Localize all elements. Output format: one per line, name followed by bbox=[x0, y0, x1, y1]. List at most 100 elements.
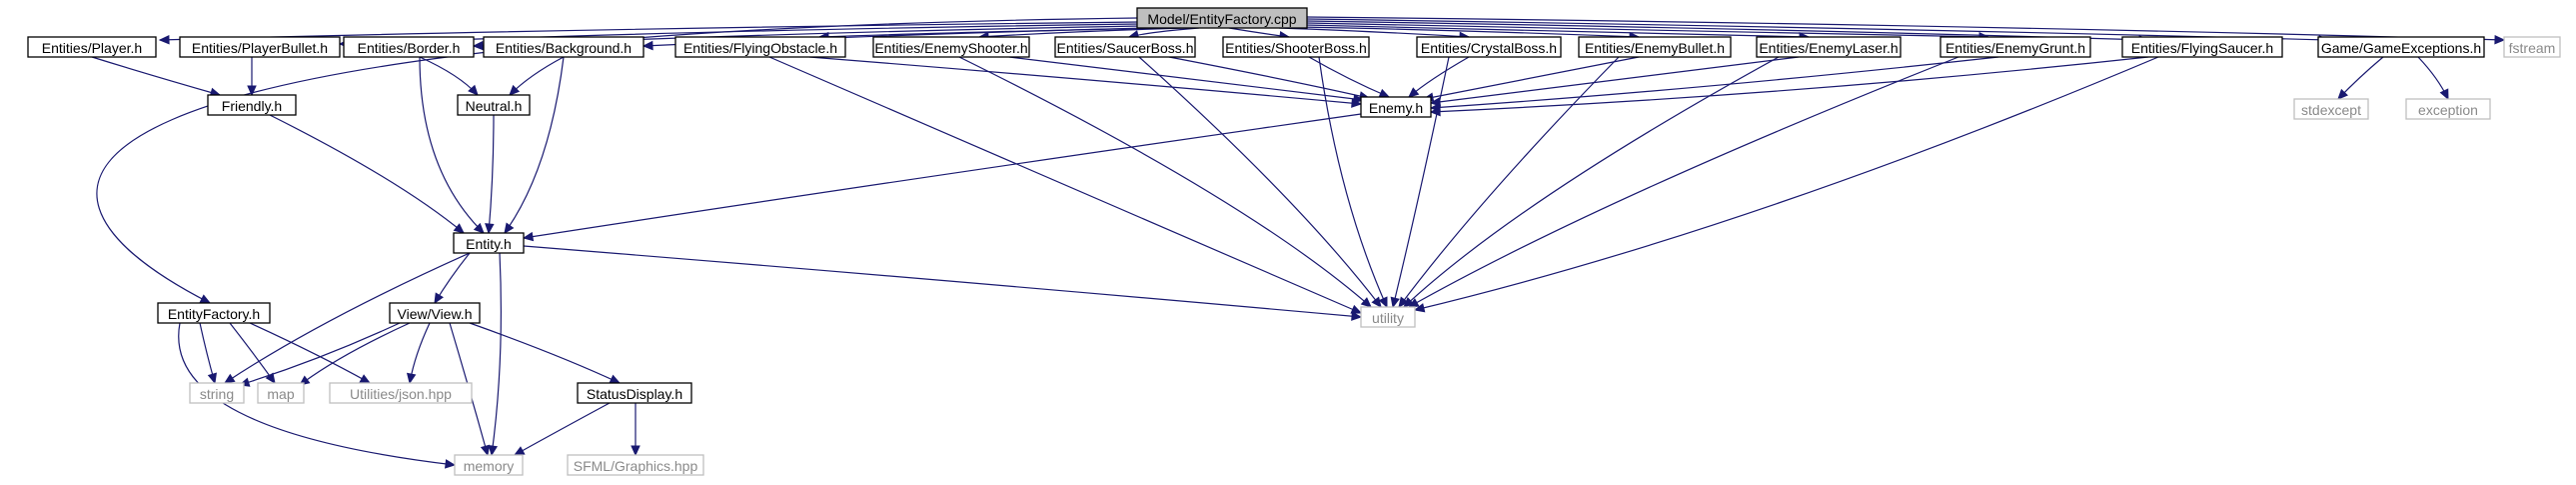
node-enemygrunt[interactable]: Entities/EnemyGrunt.h bbox=[1939, 36, 2091, 58]
node-friendly[interactable]: Friendly.h bbox=[207, 94, 297, 116]
arrowhead-crystalboss-to-utility bbox=[1390, 296, 1400, 309]
edge-root-to-gameexceptions bbox=[1306, 18, 2329, 41]
node-playerbullet-label: Entities/PlayerBullet.h bbox=[192, 40, 328, 56]
node-enemygrunt-label: Entities/EnemyGrunt.h bbox=[1945, 40, 2085, 56]
arrowhead-statusdisplay-to-sfml bbox=[631, 445, 641, 457]
node-string[interactable]: string bbox=[189, 382, 245, 404]
node-flyingobstacle[interactable]: Entities/FlyingObstacle.h bbox=[674, 36, 846, 58]
node-saucerboss[interactable]: Entities/SaucerBoss.h bbox=[1054, 36, 1196, 58]
node-statusdisplay-box bbox=[577, 382, 692, 404]
arrowhead-friendly-to-entity bbox=[453, 223, 465, 234]
edge-view-to-map bbox=[299, 322, 411, 386]
edge-saucerboss-to-utility bbox=[1138, 56, 1382, 308]
arrowhead-flyingobstacle-to-utility bbox=[1350, 304, 1363, 314]
node-background[interactable]: Entities/Background.h bbox=[483, 36, 644, 58]
node-json[interactable]: Utilities/json.hpp bbox=[329, 382, 473, 404]
node-flyingsaucer-box bbox=[2121, 36, 2283, 58]
edge-border-to-neutral bbox=[419, 56, 479, 96]
node-friendly-box bbox=[207, 94, 297, 116]
node-background-label: Entities/Background.h bbox=[496, 40, 632, 56]
node-entityfactory[interactable]: EntityFactory.h bbox=[157, 302, 271, 324]
node-fstream-label: fstream bbox=[2509, 40, 2556, 56]
node-sfml[interactable]: SFML/Graphics.hpp bbox=[567, 454, 704, 476]
node-entity[interactable]: Entity.h bbox=[453, 232, 525, 254]
arrowhead-statusdisplay-to-memory bbox=[513, 446, 526, 456]
arrowhead-border-to-entity bbox=[473, 222, 485, 234]
edge-root-to-crystalboss bbox=[1278, 27, 1470, 38]
node-sfml-label: SFML/Graphics.hpp bbox=[574, 458, 698, 474]
node-neutral-label: Neutral.h bbox=[466, 98, 523, 114]
node-view[interactable]: View/View.h bbox=[389, 302, 481, 324]
edge-flyingobstacle-to-enemy bbox=[808, 56, 1362, 105]
node-stdexcept[interactable]: stdexcept bbox=[2293, 98, 2369, 120]
edge-crystalboss-to-utility bbox=[1392, 56, 1450, 308]
node-exception[interactable]: exception bbox=[2405, 98, 2491, 120]
node-player[interactable]: Entities/Player.h bbox=[27, 36, 157, 58]
edge-friendly-to-entity bbox=[269, 114, 465, 234]
node-memory[interactable]: memory bbox=[454, 454, 524, 476]
arrowhead-view-to-statusdisplay bbox=[609, 374, 622, 384]
node-border[interactable]: Entities/Border.h bbox=[343, 36, 475, 58]
edge-enemybullet-to-enemy bbox=[1423, 56, 1640, 100]
node-playerbullet[interactable]: Entities/PlayerBullet.h bbox=[179, 36, 341, 58]
node-enemy[interactable]: Enemy.h bbox=[1360, 96, 1432, 118]
node-enemylaser[interactable]: Entities/EnemyLaser.h bbox=[1756, 36, 1902, 58]
arrowhead-shooterboss-to-enemy bbox=[1378, 88, 1391, 98]
node-friendly-label: Friendly.h bbox=[222, 98, 282, 114]
edges-layer bbox=[91, 16, 2506, 469]
edge-enemyshooter-to-utility bbox=[958, 56, 1372, 308]
edge-entityfactory-to-json bbox=[249, 322, 371, 384]
node-flyingsaucer[interactable]: Entities/FlyingSaucer.h bbox=[2121, 36, 2283, 58]
node-crystalboss-box bbox=[1416, 36, 1562, 58]
arrowhead-entity-to-string bbox=[223, 373, 236, 384]
arrowhead-entityfactory-to-memory bbox=[445, 459, 457, 469]
node-flyingobstacle-label: Entities/FlyingObstacle.h bbox=[683, 40, 837, 56]
arrowhead-flyingsaucer-to-utility bbox=[1413, 303, 1426, 313]
node-utility[interactable]: utility bbox=[1360, 306, 1416, 328]
node-shooterboss-label: Entities/ShooterBoss.h bbox=[1225, 40, 1367, 56]
node-fstream[interactable]: fstream bbox=[2503, 36, 2561, 58]
node-border-label: Entities/Border.h bbox=[358, 40, 461, 56]
arrowhead-root-to-fstream bbox=[2494, 34, 2506, 45]
node-entityfactory-label: EntityFactory.h bbox=[168, 306, 260, 322]
node-statusdisplay[interactable]: StatusDisplay.h bbox=[577, 382, 692, 404]
node-gameexceptions-box bbox=[2317, 36, 2485, 58]
node-crystalboss-label: Entities/CrystalBoss.h bbox=[1421, 40, 1557, 56]
arrowhead-entityfactory-to-string bbox=[207, 372, 217, 385]
edge-entity-to-string bbox=[224, 252, 471, 384]
node-crystalboss[interactable]: Entities/CrystalBoss.h bbox=[1416, 36, 1562, 58]
node-map[interactable]: map bbox=[257, 382, 305, 404]
arrowhead-playerbullet-to-friendly bbox=[247, 85, 257, 97]
arrowhead-enemyshooter-to-enemy bbox=[1352, 94, 1365, 104]
edge-root-to-enemygrunt bbox=[1306, 22, 1989, 38]
edge-root-to-flyingobstacle bbox=[818, 27, 1170, 38]
node-enemyshooter[interactable]: Entities/EnemyShooter.h bbox=[872, 36, 1030, 58]
node-enemybullet[interactable]: Entities/EnemyBullet.h bbox=[1578, 36, 1732, 58]
node-root[interactable]: Model/EntityFactory.cpp bbox=[1136, 7, 1308, 29]
arrowhead-background-to-entity bbox=[504, 222, 515, 235]
node-enemylaser-box bbox=[1756, 36, 1902, 58]
edge-enemylaser-to-enemy bbox=[1430, 56, 1800, 104]
node-gameexceptions[interactable]: Game/GameExceptions.h bbox=[2317, 36, 2485, 58]
edge-flyingsaucer-to-utility bbox=[1414, 56, 2159, 311]
edge-saucerboss-to-enemy bbox=[1168, 56, 1370, 99]
edge-view-to-statusdisplay bbox=[469, 322, 621, 384]
node-stdexcept-box bbox=[2293, 98, 2369, 120]
node-stdexcept-label: stdexcept bbox=[2301, 102, 2361, 118]
edge-background-to-neutral bbox=[509, 56, 565, 96]
arrowhead-border-to-neutral bbox=[468, 84, 479, 96]
arrowhead-crystalboss-to-enemy bbox=[1408, 87, 1420, 98]
edge-entity-to-utility bbox=[523, 245, 1362, 318]
node-memory-box bbox=[454, 454, 524, 476]
node-exception-box bbox=[2405, 98, 2491, 120]
edge-enemygrunt-to-enemy bbox=[1430, 56, 1999, 109]
edge-root-to-enemybullet bbox=[1298, 26, 1640, 38]
node-enemy-box bbox=[1360, 96, 1432, 118]
edge-player-to-friendly bbox=[91, 56, 221, 96]
node-entity-label: Entity.h bbox=[466, 236, 512, 252]
node-json-box bbox=[329, 382, 473, 404]
node-neutral[interactable]: Neutral.h bbox=[457, 94, 531, 116]
node-shooterboss[interactable]: Entities/ShooterBoss.h bbox=[1222, 36, 1370, 58]
node-enemygrunt-box bbox=[1939, 36, 2091, 58]
